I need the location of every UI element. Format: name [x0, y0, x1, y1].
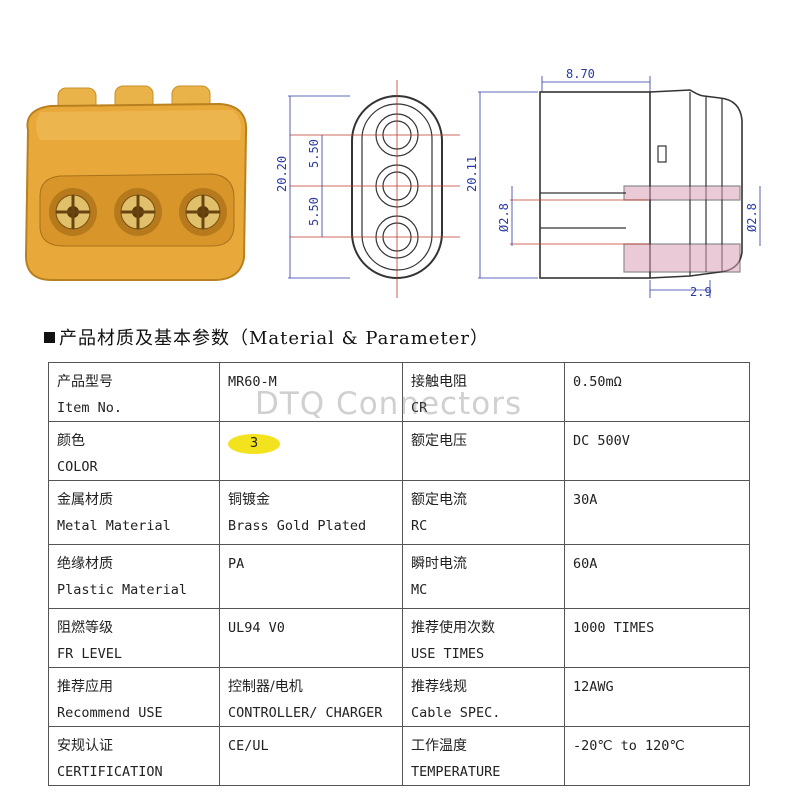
label-en: TEMPERATURE	[411, 764, 501, 780]
dim-front-pitch-top: 5.50	[307, 139, 321, 168]
label-zh: 额定电流	[411, 492, 467, 508]
dim-side-height: 20.11	[465, 156, 479, 192]
value-text: UL94 V0	[228, 620, 285, 636]
value-text: CONTROLLER/ CHARGER	[228, 705, 383, 721]
section-title: 产品材质及基本参数（Material & Parameter）	[44, 324, 489, 350]
label-en: RC	[411, 518, 428, 534]
label-cell: 颜色 COLOR	[48, 421, 220, 481]
value-cell: -20℃ to 120℃	[564, 726, 750, 786]
label-en: MC	[411, 582, 428, 598]
value-zh: 铜镀金	[228, 492, 270, 508]
value-text: 12AWG	[573, 679, 614, 695]
dim-front-height: 20.20	[275, 156, 289, 192]
value-cell: 60A	[564, 544, 750, 609]
label-en: COLOR	[57, 459, 98, 475]
label-cell: 推荐线规 Cable SPEC.	[402, 667, 565, 727]
table-row: 颜色 COLOR 3 额定电压 DC 500V	[48, 421, 750, 481]
spec-table-body: 产品型号 Item No. MR60-M 接触电阻 CR 0.50mΩ 颜色 COLOR 3 额定…	[48, 362, 750, 786]
value-cell: UL94 V0	[219, 608, 403, 668]
label-cell: 推荐使用次数 USE TIMES	[402, 608, 565, 668]
label-cell: 阻燃等级 FR LEVEL	[48, 608, 220, 668]
label-cell: 金属材质 Metal Material	[48, 480, 220, 545]
value-text: -20℃ to 120℃	[573, 738, 685, 754]
value-text: PA	[228, 556, 245, 572]
label-zh: 颜色	[57, 433, 85, 449]
label-en: CR	[411, 400, 428, 416]
label-zh: 产品型号	[57, 374, 113, 390]
table-row: 金属材质 Metal Material 铜镀金 Brass Gold Plated 额定…	[48, 480, 750, 545]
label-cell: 接触电阻 CR	[402, 362, 565, 422]
label-zh: 推荐使用次数	[411, 620, 495, 636]
label-en: Recommend USE	[57, 705, 163, 721]
label-en: Plastic Material	[57, 582, 188, 598]
connector-photo	[24, 85, 248, 281]
label-cell: 推荐应用 Recommend USE	[48, 667, 220, 727]
label-zh: 额定电压	[411, 433, 467, 449]
label-zh: 瞬时电流	[411, 556, 467, 572]
value-text: Brass Gold Plated	[228, 518, 367, 534]
label-en: USE TIMES	[411, 646, 485, 662]
value-text: 1000 TIMES	[573, 620, 655, 636]
label-en: Metal Material	[57, 518, 171, 534]
color-badge: 3	[228, 434, 280, 454]
label-zh: 金属材质	[57, 492, 113, 508]
value-cell: 12AWG	[564, 667, 750, 727]
label-cell: 额定电压	[402, 421, 565, 481]
label-zh: 接触电阻	[411, 374, 467, 390]
value-cell: MR60-M	[219, 362, 403, 422]
value-cell: 铜镀金 Brass Gold Plated	[219, 480, 403, 545]
table-row: 安规认证 CERTIFICATION CE/UL 工作温度 TEMPERATURE -2…	[48, 726, 750, 786]
value-cell: 控制器/电机 CONTROLLER/ CHARGER	[219, 667, 403, 727]
value-text: MR60-M	[228, 374, 277, 390]
value-text: 60A	[573, 556, 598, 572]
label-cell: 产品型号 Item No.	[48, 362, 220, 422]
product-figure: 20.20 5.50 5.50 8.70 20.11 Ø2.8 Ø2.8 2.9	[24, 67, 761, 299]
value-text: CE/UL	[228, 738, 269, 754]
square-bullet-icon	[44, 332, 55, 343]
table-row: 推荐应用 Recommend USE 控制器/电机 CONTROLLER/ CHARG…	[48, 667, 750, 727]
label-zh: 阻燃等级	[57, 620, 113, 636]
label-zh: 绝缘材质	[57, 556, 113, 572]
label-zh: 安规认证	[57, 738, 113, 754]
dim-side-width: 8.70	[566, 67, 595, 81]
dim-pin-left: Ø2.8	[497, 203, 511, 232]
front-view-drawing	[288, 80, 460, 298]
value-cell: CE/UL	[219, 726, 403, 786]
label-cell: 绝缘材质 Plastic Material	[48, 544, 220, 609]
section-title-text: 产品材质及基本参数（Material & Parameter）	[59, 328, 489, 349]
dim-side-depth: 2.9	[690, 285, 712, 299]
label-zh: 推荐线规	[411, 679, 467, 695]
label-en: Cable SPEC.	[411, 705, 501, 721]
value-text: 30A	[573, 492, 598, 508]
side-view-drawing	[478, 76, 761, 298]
value-zh: 控制器/电机	[228, 679, 303, 695]
color-value-cell: 3	[219, 421, 403, 481]
table-row: 绝缘材质 Plastic Material PA 瞬时电流 MC 60A	[48, 544, 750, 609]
label-zh: 推荐应用	[57, 679, 113, 695]
label-cell: 瞬时电流 MC	[402, 544, 565, 609]
dim-front-pitch-bottom: 5.50	[307, 197, 321, 226]
label-en: FR LEVEL	[57, 646, 123, 662]
label-en: Item No.	[57, 400, 123, 416]
table-row: 产品型号 Item No. MR60-M 接触电阻 CR 0.50mΩ	[48, 362, 750, 422]
value-cell: PA	[219, 544, 403, 609]
table-row: 阻燃等级 FR LEVEL UL94 V0 推荐使用次数 USE TIMES 1000 T…	[48, 608, 750, 668]
value-cell: 0.50mΩ	[564, 362, 750, 422]
value-cell: 30A	[564, 480, 750, 545]
value-cell: 1000 TIMES	[564, 608, 750, 668]
label-cell: 安规认证 CERTIFICATION	[48, 726, 220, 786]
label-cell: 工作温度 TEMPERATURE	[402, 726, 565, 786]
label-zh: 工作温度	[411, 738, 467, 754]
dim-pin-right: Ø2.8	[745, 203, 759, 232]
value-text: DC 500V	[573, 433, 630, 449]
value-text: 0.50mΩ	[573, 374, 622, 390]
label-cell: 额定电流 RC	[402, 480, 565, 545]
spec-table: 产品型号 Item No. MR60-M 接触电阻 CR 0.50mΩ 颜色 COLOR 3 额定…	[48, 362, 750, 786]
label-en: CERTIFICATION	[57, 764, 163, 780]
value-cell: DC 500V	[564, 421, 750, 481]
